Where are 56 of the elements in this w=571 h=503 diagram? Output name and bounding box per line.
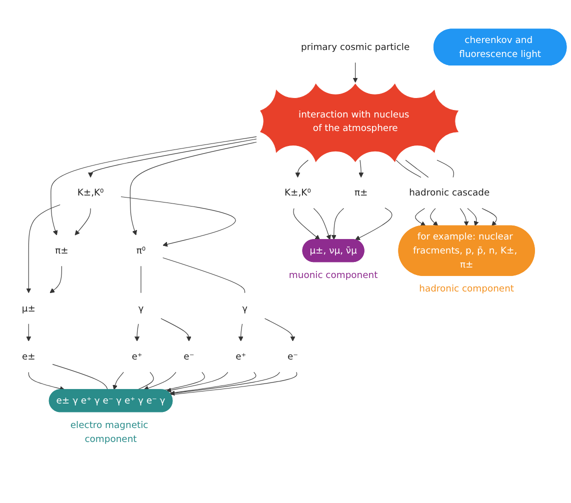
node-label: electro magnetic component xyxy=(70,419,148,444)
arrow xyxy=(88,138,257,178)
arrow xyxy=(26,204,60,294)
arrow xyxy=(352,62,358,83)
node-text: γ xyxy=(242,302,248,314)
arrow xyxy=(160,318,192,342)
node-text: e⁻ xyxy=(184,350,194,362)
arrow xyxy=(144,372,176,391)
connector xyxy=(436,160,454,178)
arrow xyxy=(120,196,236,247)
arrow xyxy=(170,372,280,396)
node-text: π± xyxy=(55,244,68,256)
node-label: muonic component xyxy=(288,269,378,280)
arrow xyxy=(430,208,438,226)
arrow xyxy=(331,208,344,240)
arrow xyxy=(467,208,479,226)
arrow xyxy=(293,208,320,240)
arrow xyxy=(28,372,65,392)
node-text: e⁺ xyxy=(132,350,142,362)
node-text: e⁻ xyxy=(288,350,298,362)
connector xyxy=(396,160,422,178)
node-text: π± xyxy=(354,187,368,198)
connector xyxy=(52,364,108,390)
connector xyxy=(140,266,142,294)
arrow xyxy=(50,266,62,294)
node-label: hadronic component xyxy=(419,283,514,294)
arrow xyxy=(74,208,91,236)
arrow xyxy=(50,136,257,236)
node-text: K±,K⁰ xyxy=(284,187,311,198)
arrow xyxy=(460,208,469,226)
arrow xyxy=(112,372,124,390)
arrow xyxy=(482,208,497,226)
connector xyxy=(164,372,205,390)
node-text: K±,K⁰ xyxy=(77,187,104,198)
arrow xyxy=(134,324,140,342)
arrow xyxy=(415,208,426,226)
connector xyxy=(137,372,154,390)
node-text: e± xyxy=(22,350,36,362)
node-text: hadronic cascade xyxy=(409,187,490,198)
arrow xyxy=(26,324,32,342)
arrow xyxy=(166,372,228,393)
arrow xyxy=(264,318,296,342)
node-text: π⁰ xyxy=(136,244,146,256)
arrow xyxy=(313,208,331,240)
connector xyxy=(170,372,298,395)
connector xyxy=(405,160,429,178)
node-text: μ± xyxy=(22,302,36,314)
node-text: primary cosmic particle xyxy=(301,41,410,52)
arrow xyxy=(238,324,244,342)
node-text: γ xyxy=(138,302,144,314)
connector xyxy=(169,372,256,394)
arrow xyxy=(358,160,364,178)
arrow xyxy=(130,142,257,236)
connector xyxy=(162,257,246,294)
arrow xyxy=(295,160,308,178)
node-text: e⁺ xyxy=(236,350,246,362)
